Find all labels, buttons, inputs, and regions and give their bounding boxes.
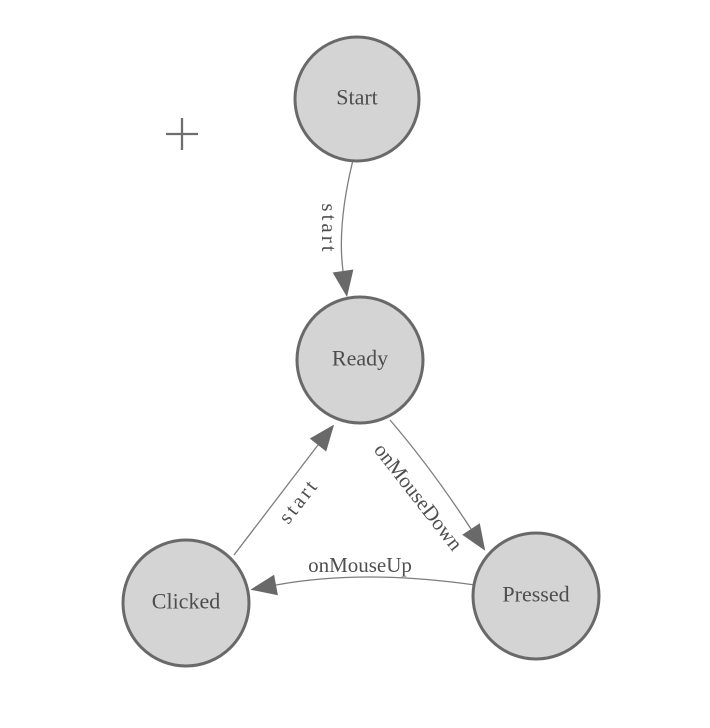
edge-ready-to-pressed[interactable]: onMouseDown <box>369 419 486 555</box>
node-circle[interactable] <box>471 531 601 661</box>
arrowhead-icon <box>332 269 354 297</box>
edge-path[interactable] <box>389 419 472 530</box>
edge-clicked-to-ready[interactable]: start <box>233 424 335 556</box>
edge-path[interactable] <box>233 444 319 556</box>
arrowhead-icon <box>250 574 278 596</box>
node-label: Ready <box>332 346 388 371</box>
edge-path[interactable] <box>340 159 354 272</box>
arrowhead-icon <box>462 523 486 551</box>
edge-label: onMouseUp <box>308 553 412 577</box>
node-circle[interactable] <box>121 538 251 668</box>
node-label: Pressed <box>502 582 569 607</box>
edge-start-to-ready[interactable]: start <box>317 159 354 297</box>
node-label: Clicked <box>152 589 220 614</box>
node-label: Start <box>336 85 378 110</box>
node-clicked[interactable]: Clicked <box>121 538 251 668</box>
node-pressed[interactable]: Pressed <box>471 531 601 661</box>
edge-label: start <box>317 203 341 254</box>
edge-pressed-to-clicked[interactable]: onMouseUp <box>250 553 476 596</box>
node-circle[interactable] <box>295 295 425 425</box>
node-circle[interactable] <box>293 35 421 163</box>
edge-path[interactable] <box>275 576 476 586</box>
node-ready[interactable]: Ready <box>295 295 425 425</box>
edge-label: start <box>273 473 323 528</box>
node-start[interactable]: Start <box>293 35 421 163</box>
arrowhead-icon <box>309 424 335 452</box>
plus-cross-icon <box>166 118 198 150</box>
